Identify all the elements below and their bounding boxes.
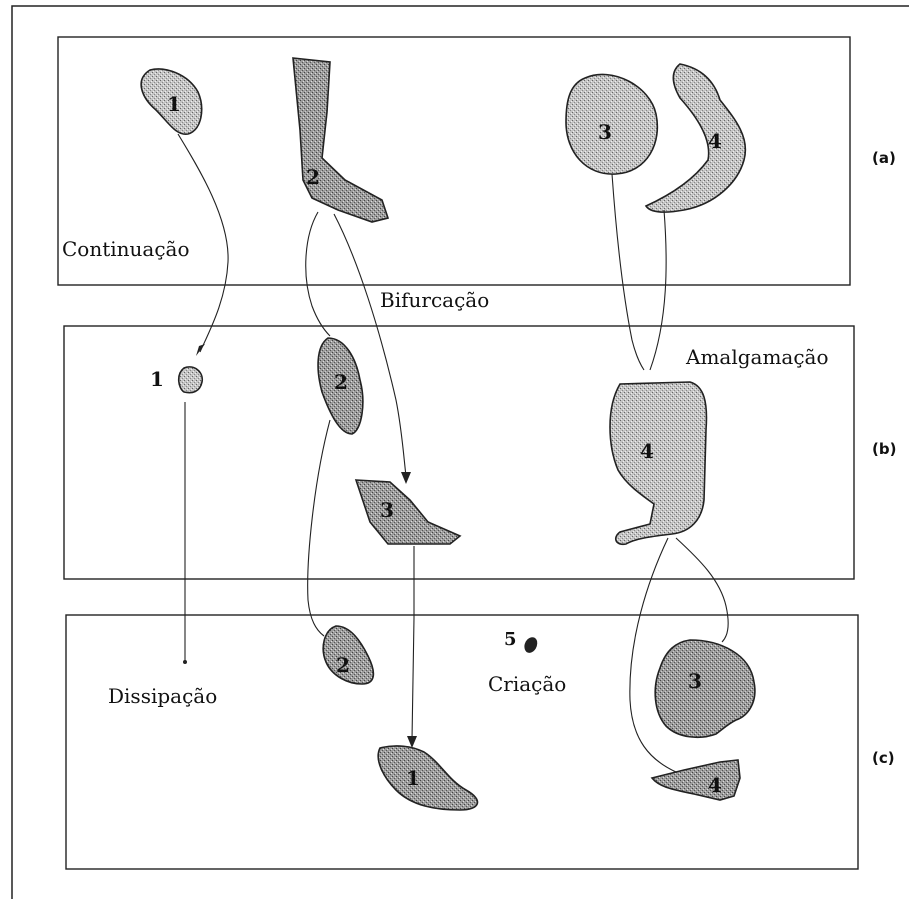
cell-c2: 2 — [323, 626, 373, 684]
cell-c3: 3 — [655, 640, 755, 737]
svg-text:3: 3 — [688, 669, 702, 693]
cell-a4: 4 — [646, 64, 745, 212]
track-a2-b2 — [306, 212, 330, 336]
label-creation: Criação — [488, 672, 566, 696]
svg-text:3: 3 — [598, 120, 612, 144]
svg-text:2: 2 — [306, 165, 320, 189]
label-dissipation: Dissipação — [108, 684, 217, 708]
svg-text:1: 1 — [167, 92, 181, 116]
panel-c-tag: (c) — [872, 749, 895, 767]
track-a4-b4 — [650, 210, 666, 370]
svg-text:1: 1 — [150, 367, 164, 391]
cell-b4: 4 — [610, 382, 706, 544]
label-amalgamation: Amalgamação — [685, 345, 829, 369]
track-a3-b4 — [612, 174, 644, 370]
track-b3-c1 — [412, 546, 414, 740]
cell-a1: 1 — [141, 69, 201, 134]
cell-a2: 2 — [293, 58, 388, 222]
panel-a-tag: (a) — [872, 149, 896, 167]
svg-text:3: 3 — [380, 498, 394, 522]
track-b4-c3 — [676, 538, 728, 642]
svg-text:2: 2 — [336, 653, 350, 677]
svg-text:4: 4 — [708, 773, 722, 797]
cell-b2: 2 — [318, 338, 363, 434]
outer-frame — [12, 6, 909, 899]
panel-b-tag: (b) — [872, 440, 896, 458]
dissipation-end-dot — [183, 660, 187, 664]
cell-a3: 3 — [566, 74, 657, 174]
cell-c5: 5 — [504, 629, 536, 652]
cell-c1: 1 — [378, 746, 477, 810]
cell-b3: 3 — [356, 480, 460, 544]
svg-text:4: 4 — [708, 129, 722, 153]
label-bifurcation: Bifurcação — [380, 288, 489, 312]
arrowhead-a2-b3 — [401, 472, 411, 484]
svg-text:5: 5 — [504, 629, 517, 650]
svg-text:2: 2 — [334, 370, 348, 394]
arrowhead-a1-b1 — [196, 344, 205, 356]
label-continuation: Continuação — [62, 237, 190, 261]
svg-text:4: 4 — [640, 439, 654, 463]
svg-text:1: 1 — [406, 766, 420, 790]
cell-b1: 1 — [150, 367, 202, 393]
track-b2-c2 — [308, 420, 330, 636]
